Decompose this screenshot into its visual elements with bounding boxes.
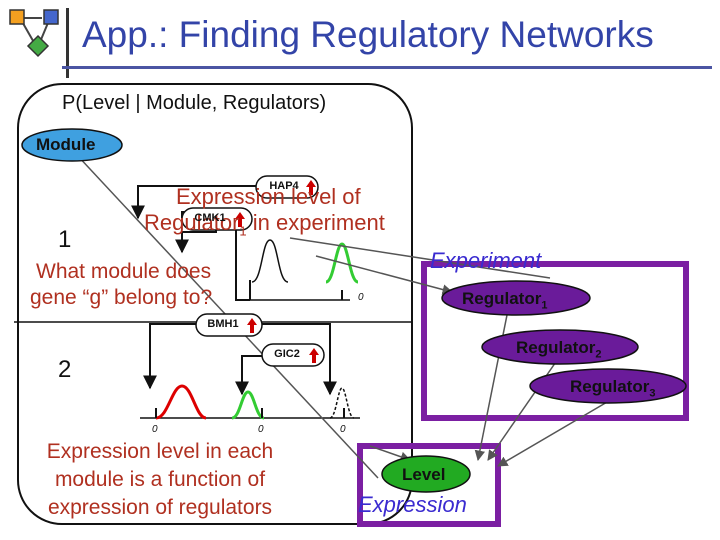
zero-tick: 0 [358, 292, 364, 303]
formula: P(Level | Module, Regulators) [62, 92, 327, 114]
callout-expression-regulator-line1: Expression level of [176, 184, 361, 209]
regulator-1-node [441, 280, 591, 316]
regulator-2-node [481, 329, 639, 365]
expression-label: Expression [358, 492, 467, 517]
gene-label-hap4: HAP4 [269, 180, 299, 192]
level-frame [357, 443, 501, 527]
level-node [381, 455, 471, 493]
module-label: Module [36, 135, 96, 154]
regulator-2-label: Regulator2 [516, 338, 602, 361]
title-vertical-rule [66, 8, 69, 78]
module-node [21, 128, 123, 162]
module-number-2: 2 [58, 356, 72, 383]
regulator-1-label: Regulator1 [462, 289, 548, 312]
zero-tick: 0 [340, 424, 346, 435]
zero-tick: 0 [152, 424, 158, 435]
title-rule [62, 66, 712, 69]
gene-box-hap4 [255, 175, 319, 199]
callout-expression-module-line3: expression of regulators [47, 496, 273, 519]
gene-label-bmh1: BMH1 [207, 318, 239, 330]
level-label: Level [402, 465, 446, 484]
callout-expression-module-line1: Expression level in each [46, 440, 274, 463]
regulator-3-label: Regulator3 [570, 377, 656, 400]
regulator-frame [421, 261, 689, 421]
gene-box-gic2 [261, 343, 325, 367]
regulator-3-node [529, 368, 687, 404]
up-arrow-icon [235, 212, 245, 227]
gene-box-cmk1 [181, 207, 253, 231]
up-arrow-icon [306, 180, 316, 195]
gene-label-gic2: GIC2 [274, 348, 300, 360]
up-arrow-icon [247, 318, 257, 333]
gene-box-bmh1 [195, 313, 263, 337]
callout-expression-module-line2: module is a function of [54, 468, 266, 491]
callout-what-module-line1: What module does [36, 260, 212, 283]
gene-label-cmk1: CMK1 [194, 212, 226, 224]
callout-expression-regulator-line2: Regulator1 in experiment [144, 210, 385, 239]
up-arrow-icon [309, 348, 319, 363]
zero-tick: 0 [258, 424, 264, 435]
module-number-1: 1 [58, 226, 72, 253]
callout-what-module-line2: gene “g” belong to? [30, 286, 213, 309]
experiment-label: Experiment [430, 248, 542, 273]
page-title: App.: Finding Regulatory Networks [82, 14, 654, 55]
network-logo-icon [9, 9, 59, 58]
